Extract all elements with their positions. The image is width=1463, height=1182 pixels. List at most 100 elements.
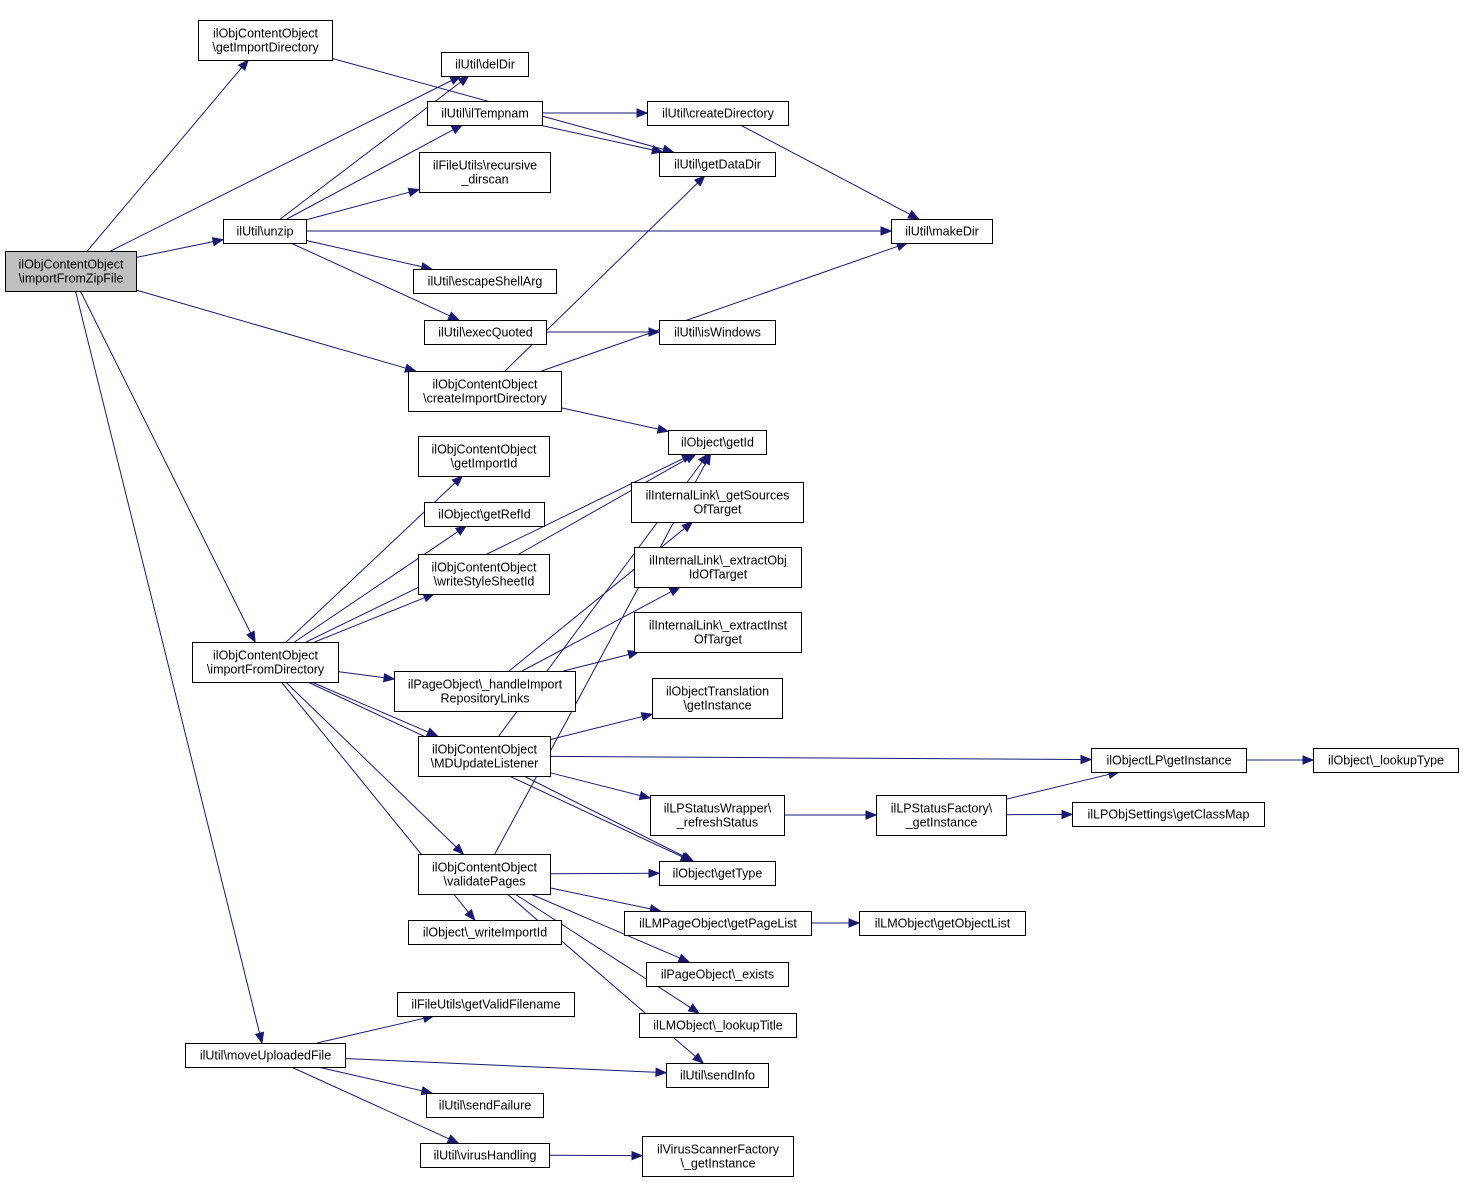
node-execQuoted[interactable]: ilUtil\execQuoted xyxy=(424,320,547,345)
node-lookupType[interactable]: ilObject\_lookupType xyxy=(1313,748,1459,773)
edge-unzip-to-makeDir xyxy=(306,226,893,236)
edge-line xyxy=(135,289,407,369)
node-box[interactable] xyxy=(441,52,529,77)
node-label-line: IdOfTarget xyxy=(689,568,748,582)
node-box[interactable] xyxy=(634,547,802,588)
node-box[interactable] xyxy=(418,554,550,595)
node-box[interactable] xyxy=(408,920,562,945)
edge-importFromDirectory-to-writeStyleSheetId xyxy=(314,593,436,643)
node-box[interactable] xyxy=(408,371,562,412)
node-label-line: ilObjContentObject xyxy=(432,561,537,575)
node-handleImportRepo[interactable]: ilPageObject\_handleImportRepositoryLink… xyxy=(394,671,576,712)
node-objTranslation[interactable]: ilObjectTranslation\getInstance xyxy=(652,678,783,719)
node-box[interactable] xyxy=(192,642,339,683)
arrowhead xyxy=(631,1150,644,1161)
node-box[interactable] xyxy=(659,320,776,345)
node-objectLPGetInstance[interactable]: ilObjectLP\getInstance xyxy=(1091,748,1247,773)
node-box[interactable] xyxy=(646,962,789,987)
node-box[interactable] xyxy=(427,101,543,126)
node-lpStatusFactory[interactable]: ilLPStatusFactory\_getInstance xyxy=(876,795,1007,836)
node-box[interactable] xyxy=(419,152,551,193)
edge-moveUploadedFile-to-sendInfo xyxy=(344,1058,668,1078)
node-box[interactable] xyxy=(650,795,785,836)
node-label-line: \createImportDirectory xyxy=(423,392,547,406)
node-createImportDirectory[interactable]: ilObjContentObject\createImportDirectory xyxy=(408,371,562,412)
node-mdUpdateListener[interactable]: ilObjContentObject\MDUpdateListener xyxy=(418,736,551,777)
node-virusHandling[interactable]: ilUtil\virusHandling xyxy=(420,1143,550,1168)
node-label-line: ilUtil\escapeShellArg xyxy=(428,275,543,289)
node-virusScannerFactory[interactable]: ilVirusScannerFactory\_getInstance xyxy=(642,1136,794,1177)
node-box[interactable] xyxy=(634,612,802,653)
node-getImportDirectory[interactable]: ilObjContentObject\getImportDirectory xyxy=(198,20,333,61)
node-getObjectList[interactable]: ilLMObject\getObjectList xyxy=(859,911,1026,936)
node-box[interactable] xyxy=(420,1143,550,1168)
node-box[interactable] xyxy=(185,1043,346,1068)
node-box[interactable] xyxy=(413,269,557,294)
node-lookupTitle[interactable]: ilLMObject\_lookupTitle xyxy=(639,1013,797,1038)
node-box[interactable] xyxy=(1072,802,1265,827)
node-validatePages[interactable]: ilObjContentObject\validatePages xyxy=(418,854,551,895)
node-box[interactable] xyxy=(639,1013,797,1038)
node-box[interactable] xyxy=(5,251,137,292)
node-getRefId[interactable]: ilObject\getRefId xyxy=(424,502,545,527)
node-recursiveDirscan[interactable]: ilFileUtils\recursive_dirscan xyxy=(419,152,551,193)
node-sendInfo[interactable]: ilUtil\sendInfo xyxy=(666,1063,769,1088)
node-box[interactable] xyxy=(652,678,783,719)
node-getImportId[interactable]: ilObjContentObject\getImportId xyxy=(418,436,550,477)
node-writeImportId[interactable]: ilObject\_writeImportId xyxy=(408,920,562,945)
node-box[interactable] xyxy=(418,436,550,477)
node-label-line: ilObjContentObject xyxy=(432,443,537,457)
node-isWindows[interactable]: ilUtil\isWindows xyxy=(659,320,776,345)
node-pageExists[interactable]: ilPageObject\_exists xyxy=(646,962,789,987)
node-box[interactable] xyxy=(426,1093,544,1118)
node-getClassMap[interactable]: ilLPObjSettings\getClassMap xyxy=(1072,802,1265,827)
edge-root-to-getImportDirectory xyxy=(86,58,250,252)
node-box[interactable] xyxy=(659,152,776,177)
edge-createImportDirectory-to-makeDir xyxy=(541,241,909,372)
node-box[interactable] xyxy=(666,1063,769,1088)
node-box[interactable] xyxy=(1313,748,1459,773)
node-box[interactable] xyxy=(631,482,804,523)
node-box[interactable] xyxy=(659,861,776,886)
node-getId[interactable]: ilObject\getId xyxy=(668,430,767,455)
node-getType[interactable]: ilObject\getType xyxy=(659,861,776,886)
node-makeDir[interactable]: ilUtil\makeDir xyxy=(891,219,993,244)
node-box[interactable] xyxy=(418,736,551,777)
node-createDirectory[interactable]: ilUtil\createDirectory xyxy=(647,101,789,126)
node-ilTempnam[interactable]: ilUtil\ilTempnam xyxy=(427,101,543,126)
node-box[interactable] xyxy=(647,101,789,126)
arrowhead xyxy=(651,145,664,155)
node-box[interactable] xyxy=(198,20,333,61)
node-writeStyleSheetId[interactable]: ilObjContentObject\writeStyleSheetId xyxy=(418,554,550,595)
node-box[interactable] xyxy=(424,320,547,345)
node-moveUploadedFile[interactable]: ilUtil\moveUploadedFile xyxy=(185,1043,346,1068)
node-lpStatusWrapper[interactable]: ilLPStatusWrapper\_refreshStatus xyxy=(650,795,785,836)
node-box[interactable] xyxy=(859,911,1026,936)
node-box[interactable] xyxy=(668,430,767,455)
node-unzip[interactable]: ilUtil\unzip xyxy=(223,219,307,244)
node-box[interactable] xyxy=(397,992,575,1017)
node-box[interactable] xyxy=(424,502,545,527)
node-root[interactable]: ilObjContentObject\importFromZipFile xyxy=(5,251,137,292)
node-box[interactable] xyxy=(418,854,551,895)
edge-lpStatusWrapper-to-lpStatusFactory xyxy=(784,810,878,820)
node-getDataDir[interactable]: ilUtil\getDataDir xyxy=(659,152,776,177)
node-sendFailure[interactable]: ilUtil\sendFailure xyxy=(426,1093,544,1118)
node-box[interactable] xyxy=(624,911,812,936)
node-box[interactable] xyxy=(223,219,307,244)
node-importFromDirectory[interactable]: ilObjContentObject\importFromDirectory xyxy=(192,642,339,683)
node-escapeShellArg[interactable]: ilUtil\escapeShellArg xyxy=(413,269,557,294)
node-delDir[interactable]: ilUtil\delDir xyxy=(441,52,529,77)
arrowhead xyxy=(655,1067,668,1078)
node-getPageList[interactable]: ilLMPageObject\getPageList xyxy=(624,911,812,936)
node-box[interactable] xyxy=(1091,748,1247,773)
node-box[interactable] xyxy=(876,795,1007,836)
node-box[interactable] xyxy=(642,1136,794,1177)
node-label-line: ilUtil\unzip xyxy=(237,225,294,239)
node-box[interactable] xyxy=(394,671,576,712)
node-getValidFilename[interactable]: ilFileUtils\getValidFilename xyxy=(397,992,575,1017)
node-box[interactable] xyxy=(891,219,993,244)
